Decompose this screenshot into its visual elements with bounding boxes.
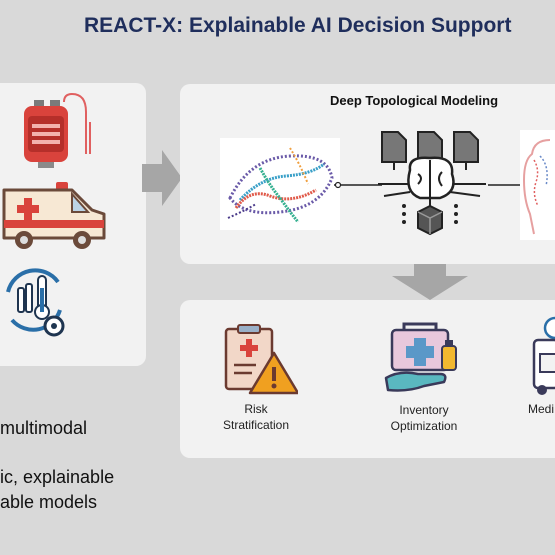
bullet-text-1: multimodal bbox=[0, 418, 88, 438]
page-title: REACT-X: Explainable AI Decision Support bbox=[84, 14, 512, 37]
output-label-inventory: Inventory Optimization bbox=[390, 403, 458, 433]
lab-sensors-icon bbox=[6, 268, 65, 337]
connector-line-right bbox=[488, 184, 522, 186]
human-anatomy-image bbox=[520, 130, 555, 240]
modeling-heading: Deep Topological Modeling bbox=[330, 93, 499, 108]
bullet-text-2: ic, explainable bbox=[0, 467, 115, 487]
connector-line bbox=[334, 181, 382, 189]
clipboard-warning-icon bbox=[224, 324, 298, 395]
truck-icon bbox=[532, 316, 555, 395]
ambulance-icon bbox=[2, 182, 106, 249]
blood-bag-icon bbox=[24, 92, 91, 168]
flow-arrow-down bbox=[392, 264, 468, 300]
topology-point-cloud-image bbox=[220, 138, 340, 230]
output-label-medical: Medi bbox=[528, 402, 555, 416]
hand-medkit-icon bbox=[384, 322, 457, 392]
output-label-risk: Risk Stratification bbox=[222, 402, 290, 432]
bullet-text-3: able models bbox=[0, 492, 98, 512]
flow-arrow-right bbox=[142, 150, 182, 206]
ai-brain-icon bbox=[378, 131, 486, 236]
